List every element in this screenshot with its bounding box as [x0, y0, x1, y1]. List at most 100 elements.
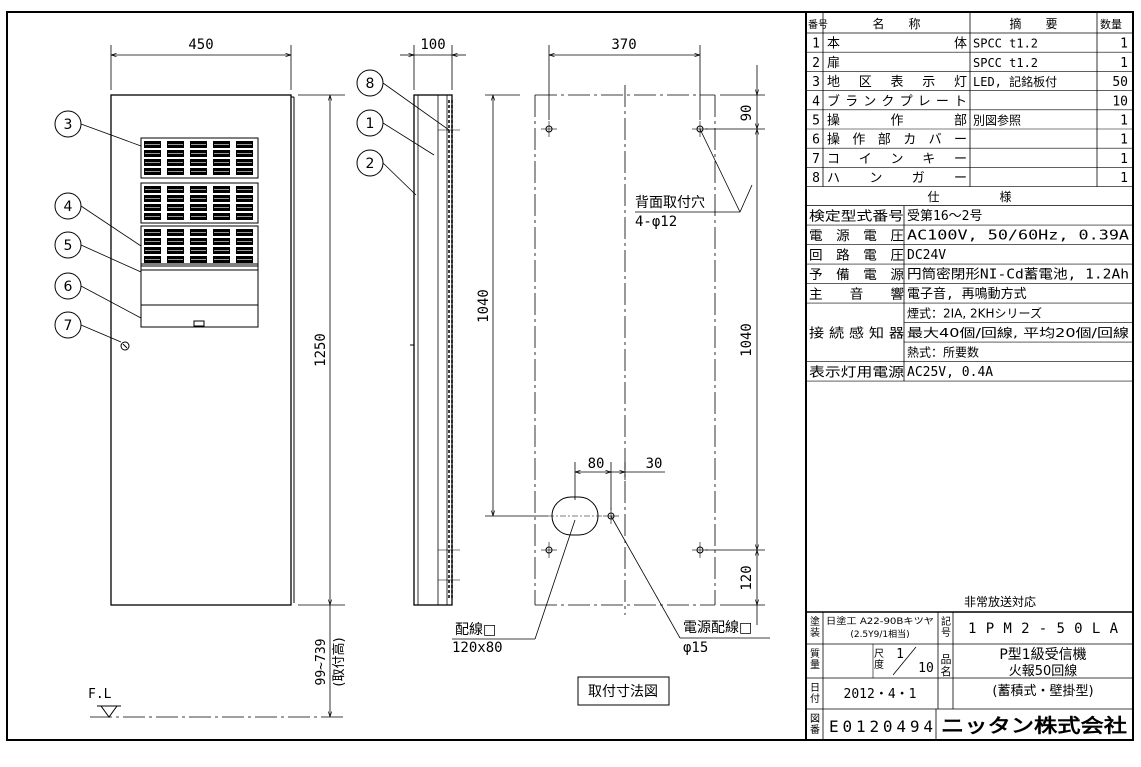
spec-row-value: 受第16～2号: [907, 209, 982, 224]
indicator-lamp-grid: [140, 137, 259, 271]
parts-row-name: 操 作 部: [827, 113, 967, 129]
parts-header-name: 名 称: [872, 16, 920, 31]
company-logo: ニッタン株式会社: [941, 714, 1127, 737]
spec-note: 非常放送対応: [964, 594, 1036, 609]
side-view: [410, 94, 460, 606]
parts-row-note: SPCC t1.2: [973, 37, 1038, 51]
spec-row-value: 煙式：2IA, 2KHシリーズ: [907, 306, 1042, 321]
dim-front-height: 1250: [298, 94, 345, 606]
back-holes-callout: 背面取付穴 4-φ12: [635, 128, 753, 230]
part-balloon: [356, 149, 384, 177]
part-balloon-number: 3: [64, 117, 73, 133]
part-balloon-number: 8: [366, 76, 375, 92]
parts-row-name: コ イ ン キ ー: [827, 152, 967, 167]
title-block-label: 番: [810, 724, 820, 736]
title-block-label: 質: [810, 647, 820, 660]
operation-cover: [140, 304, 259, 328]
parts-header-no: 番号: [808, 19, 828, 31]
dim-label-mount-note: (取付高): [331, 637, 347, 686]
title-block-label: 量: [810, 659, 820, 671]
scale-den: 10: [918, 661, 934, 676]
drawing-number: E0120494: [829, 717, 933, 736]
dim-label-450: 450: [188, 37, 213, 53]
parts-row-no: 2: [812, 56, 820, 71]
back-view: [534, 85, 716, 615]
power-label: 電源配線□: [683, 620, 752, 636]
parts-header-qty: 数量: [1100, 18, 1122, 31]
view-title-text: 取付寸法図: [588, 684, 658, 700]
title-block-label: 尺: [874, 648, 884, 660]
wiring-label: 配線□: [455, 622, 496, 638]
spec-row-label: 表示灯用電源: [809, 365, 904, 380]
product-name-2: 火報50回線: [1009, 663, 1078, 679]
dim-back-pitch-right: 90 1040 120: [705, 65, 765, 625]
part-balloon: [54, 192, 82, 220]
parts-row-note: 別図参照: [973, 113, 1021, 128]
parts-row-no: 7: [812, 152, 820, 167]
title-block-label: 塗: [810, 615, 820, 628]
parts-row-name: 本 体: [827, 37, 967, 52]
title-block-label: 図: [810, 713, 820, 725]
dim-label-1040-left: 1040: [476, 289, 492, 323]
part-balloon: [54, 231, 82, 259]
parts-row-qty: 10: [1112, 94, 1128, 109]
date-value: 2012・4・1: [844, 687, 917, 702]
dim-label-1040-right: 1040: [739, 323, 755, 357]
title-block-label: 号: [941, 627, 951, 639]
paint-value-2: (2.5Y9/1相当): [850, 628, 909, 640]
cabinet-front-outline: [110, 94, 292, 606]
parts-row-no: 4: [812, 94, 820, 109]
parts-row-name: ブランクプレート: [827, 93, 967, 109]
front-view: [110, 94, 295, 606]
parts-row-no: 6: [812, 133, 820, 148]
parts-row-name: 操 作 部 カ バ ー: [827, 132, 967, 148]
title-block-label: 装: [810, 626, 820, 639]
title-block-label: 品: [941, 653, 952, 666]
parts-row-name: ハ ン ガ ー: [827, 171, 967, 186]
spec-row-label: 主 音 響: [809, 286, 904, 302]
spec-row-value: AC100V, 50/60Hz, 0.39A: [907, 229, 1129, 244]
parts-row-qty: 1: [1120, 114, 1128, 129]
model-number: 1PM2-50LA: [968, 621, 1119, 637]
floor-label: F.L: [88, 687, 112, 702]
dim-slot: 80 30: [574, 456, 665, 510]
dim-label-120: 120: [739, 565, 755, 590]
parts-row-no: 8: [812, 171, 820, 186]
parts-row-qty: 1: [1120, 56, 1128, 71]
cabinet-side-outline: [413, 94, 453, 606]
title-block-label: 記: [941, 615, 951, 628]
title-block-label: 名: [941, 664, 952, 678]
power-size: φ15: [683, 640, 708, 656]
dim-label-80: 80: [588, 456, 605, 472]
part-balloon: [356, 109, 384, 137]
dim-label-1250: 1250: [313, 333, 329, 367]
dim-side-depth: 100: [400, 37, 466, 90]
part-balloon: [54, 311, 82, 339]
wiring-size: 120x80: [452, 640, 503, 656]
spec-row-value: AC25V, 0.4A: [907, 365, 993, 380]
dim-label-100: 100: [420, 37, 445, 53]
title-block-label: 付: [810, 692, 820, 705]
spec-row-value: 最大40個/回線, 平均20個/回線: [907, 325, 1129, 340]
product-name-1: P型1級受信機: [999, 647, 1086, 663]
product-name-3: (蓄積式・壁掛型): [992, 684, 1093, 699]
parts-row-qty: 50: [1112, 75, 1128, 90]
dim-mount-height: 99~739 (取付高): [314, 605, 347, 717]
part-balloon-number: 2: [366, 156, 375, 172]
part-balloon: [54, 110, 82, 138]
parts-row-qty: 1: [1120, 171, 1128, 186]
part-balloon-number: 7: [64, 318, 73, 334]
spec-row-label: 予 備 電 源: [809, 267, 904, 283]
back-holes-size: 4-φ12: [635, 214, 677, 230]
dim-back-width: 370: [548, 37, 701, 120]
parts-row-qty: 1: [1120, 37, 1128, 52]
part-balloon-number: 6: [64, 279, 73, 295]
spec-row-label: 接 続 感 知 器: [809, 325, 904, 341]
part-balloon: [356, 69, 384, 97]
parts-row-no: 3: [812, 75, 820, 90]
parts-row-name: 地 区 表 示 灯: [827, 75, 967, 90]
